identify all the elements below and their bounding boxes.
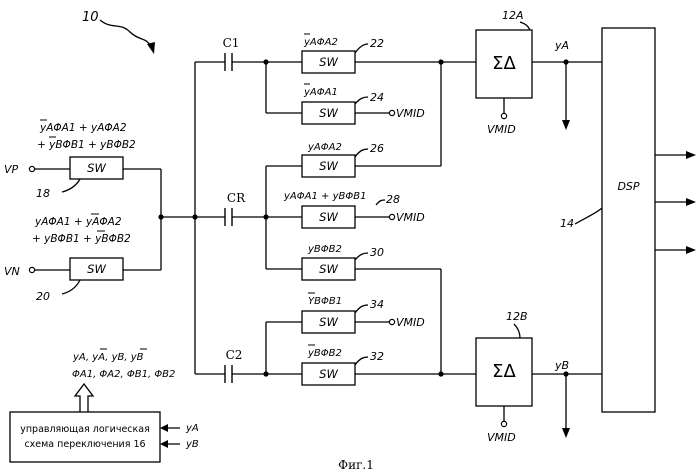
control-line2: схема переключения 16 [24,439,145,450]
sw28-label: yAΦA1 + yBΦB1 [283,191,366,202]
ref-10-arrowhead [147,42,155,54]
ref-18: 18 [36,187,50,200]
vmid-34-terminal [389,319,394,324]
vp-terminal [29,166,34,171]
ref-20: 20 [36,290,50,303]
switch-28: SW [302,206,355,228]
figure-caption: Фиг.1 [338,458,374,472]
svg-text:SW: SW [87,161,106,175]
dsp-block: DSP [602,28,655,412]
ref-32: 32 [370,350,384,363]
ref-26: 26 [370,142,384,155]
dsp-out-arrow-1 [686,151,696,159]
capacitor-c2 [225,365,232,383]
vmid-12a-terminal [501,113,506,118]
vmid-24: VMID [396,107,425,120]
svg-text:SW: SW [319,315,338,329]
capacitor-c1 [225,53,232,71]
c1-label: C1 [223,36,240,50]
vn-label: VN [4,265,20,278]
ctl-in-arrow-ya [160,424,168,432]
ctl-in-arrow-yb [160,440,168,448]
ref-24: 24 [370,91,384,104]
sigma-delta-12a: ΣΔ [476,30,532,98]
cr-label: CR [227,191,246,205]
sw30-label: yBΦB2 [307,244,342,255]
ref-28: 28 [386,193,400,206]
vn-eq-line1: yAΦA1 + yAΦA2 [34,216,122,228]
control-input-ya: yA [185,423,199,434]
sw22-label: yAΦA2 [303,37,338,48]
svg-text:SW: SW [319,55,338,69]
capacitor-cr [225,208,232,226]
ref-12b: 12B [506,310,528,323]
switch-30: SW [302,258,355,280]
ref-12a: 12A [502,9,524,22]
ya-arrowhead [562,120,570,130]
ref-10-arrow [100,20,152,50]
sw26-label: yAΦA2 [307,142,342,153]
ref-14: 14 [560,217,574,230]
sw34-label: YBΦB1 [308,296,342,307]
svg-text:SW: SW [319,262,338,276]
control-logic-16: управляющая логическая схема переключени… [10,412,160,462]
vmid-28-terminal [389,214,394,219]
switch-26: SW [302,155,355,177]
svg-text:SW: SW [319,367,338,381]
vp-label: VP [4,163,19,176]
switch-24: SW [302,102,355,124]
vn-terminal [29,267,34,272]
ref-34: 34 [370,298,384,311]
switch-32: SW [302,363,355,385]
sw24-label: yAΦA1 [303,87,338,98]
svg-text:SW: SW [319,159,338,173]
sw32-label: yBΦB2 [307,348,342,359]
vp-eq-line1: yAΦA1 + yAΦA2 [39,122,127,134]
control-line1: управляющая логическая [20,424,150,435]
control-out-line1: yA, yA, yB, yB [72,352,144,363]
yb-arrowhead [562,428,570,438]
vmid-24-terminal [389,110,394,115]
ref-30: 30 [370,246,384,259]
svg-text:SW: SW [319,106,338,120]
svg-text:SW: SW [87,262,106,276]
vmid-12b: VMID [487,431,516,444]
dsp-label: DSP [617,180,639,193]
control-input-yb: yB [185,439,199,450]
sigma-delta-12b: ΣΔ [476,338,532,406]
svg-text:SW: SW [319,210,338,224]
svg-text:ΣΔ: ΣΔ [492,53,516,74]
vmid-28: VMID [396,211,425,224]
output-yb: yB [554,359,569,372]
dsp-out-arrow-2 [686,198,696,206]
c2-label: C2 [226,348,243,362]
svg-text:ΣΔ: ΣΔ [492,361,516,382]
switch-18: SW [70,157,123,179]
vp-eq-line2: + yBΦB1 + yBΦB2 [37,139,136,151]
switch-20: SW [70,258,123,280]
dsp-out-arrow-3 [686,246,696,254]
output-ya: yA [554,39,569,52]
control-output-arrow [75,384,93,412]
vn-eq-line2: + yBΦB1 + yBΦB2 [32,233,131,245]
vmid-12b-terminal [501,421,506,426]
ref-10: 10 [82,10,99,25]
switch-22: SW [302,51,355,73]
vmid-34: VMID [396,316,425,329]
control-out-line2: ΦA1, ΦA2, ΦB1, ΦB2 [72,369,175,380]
vmid-12a: VMID [487,123,516,136]
switch-34: SW [302,311,355,333]
ref-22: 22 [370,37,384,50]
